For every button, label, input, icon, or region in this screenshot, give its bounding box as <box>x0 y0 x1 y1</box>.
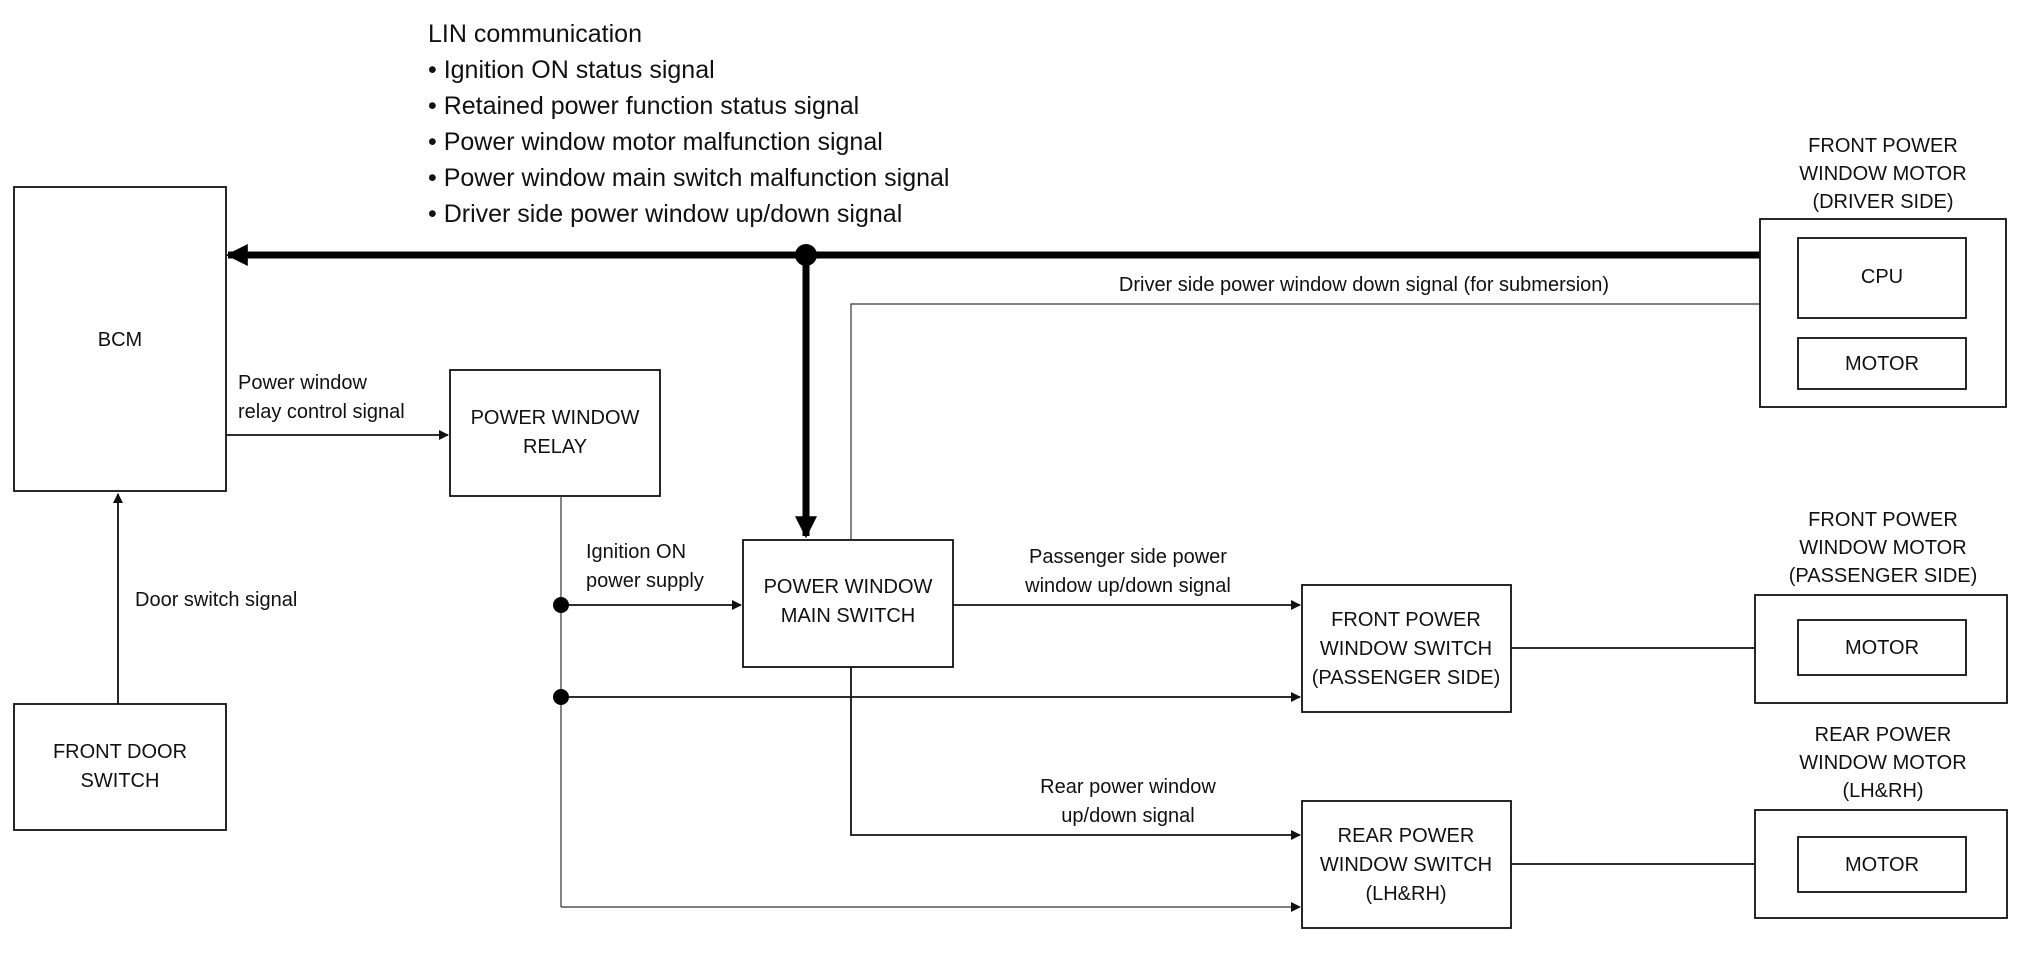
front-switch-passenger-label: WINDOW SWITCH <box>1320 638 1492 660</box>
main-switch-box <box>742 539 954 668</box>
door-switch-signal-label: Door switch signal <box>135 589 297 611</box>
front-window-switch-passenger-block: FRONT POWER WINDOW SWITCH (PASSENGER SID… <box>1301 584 1512 713</box>
lin-item: • Power window motor malfunction signal <box>428 128 883 156</box>
lin-bus-junction-dot <box>795 244 817 266</box>
bcm-block: BCM <box>13 186 227 492</box>
driver-motor-title: FRONT POWER <box>1808 135 1958 157</box>
bcm-box <box>13 186 227 492</box>
ignition-supply-label: power supply <box>586 570 704 592</box>
rear-updown-arrow <box>850 667 1301 840</box>
relay-control-signal-label: relay control signal <box>238 401 405 423</box>
front-motor-passenger-group: FRONT POWER WINDOW MOTOR (PASSENGER SIDE… <box>1754 509 2008 704</box>
lin-item: • Ignition ON status signal <box>428 56 715 84</box>
passenger-motor-title: (PASSENGER SIDE) <box>1789 565 1978 587</box>
front-switch-passenger-label: (PASSENGER SIDE) <box>1312 667 1501 689</box>
power-window-relay-block: POWER WINDOW RELAY <box>449 369 661 497</box>
rear-motor-label: MOTOR <box>1845 854 1919 876</box>
front-door-switch-box <box>13 703 227 831</box>
rear-updown-label: up/down signal <box>1061 805 1194 827</box>
main-switch-label: POWER WINDOW <box>764 576 933 598</box>
driver-motor-title: WINDOW MOTOR <box>1799 163 1966 185</box>
lin-item: • Power window main switch malfunction s… <box>428 164 949 192</box>
relay-box <box>449 369 661 497</box>
passenger-updown-label: Passenger side power <box>1029 546 1227 568</box>
cpu-label: CPU <box>1861 266 1903 288</box>
driver-motor-title: (DRIVER SIDE) <box>1812 191 1953 213</box>
junction-dot <box>553 597 569 613</box>
power-window-main-switch-block: POWER WINDOW MAIN SWITCH <box>742 539 954 668</box>
passenger-motor-title: WINDOW MOTOR <box>1799 537 1966 559</box>
rear-switch-label: (LH&RH) <box>1365 883 1446 905</box>
lin-communication-list: LIN communication • Ignition ON status s… <box>428 20 949 228</box>
rear-switch-label: WINDOW SWITCH <box>1320 854 1492 876</box>
rear-switch-box <box>1301 800 1512 929</box>
rear-updown-label: Rear power window <box>1040 776 1216 798</box>
submersion-signal-label: Driver side power window down signal (fo… <box>1119 274 1609 296</box>
driver-motor-label: MOTOR <box>1845 353 1919 375</box>
front-motor-driver-group: FRONT POWER WINDOW MOTOR (DRIVER SIDE) C… <box>1759 135 2007 408</box>
relay-label: POWER WINDOW <box>471 407 640 429</box>
passenger-updown-label: window up/down signal <box>1024 575 1231 597</box>
submersion-signal-arrow <box>850 299 1796 540</box>
lin-bus <box>225 244 1798 539</box>
relay-label: RELAY <box>523 436 587 458</box>
relay-power-distribution <box>553 496 1301 912</box>
passenger-motor-label: MOTOR <box>1845 637 1919 659</box>
rear-window-switch-block: REAR POWER WINDOW SWITCH (LH&RH) <box>1301 800 1512 929</box>
lin-item: • Driver side power window up/down signa… <box>428 200 902 228</box>
front-door-switch-label: SWITCH <box>81 770 160 792</box>
rear-motor-title: REAR POWER <box>1815 724 1952 746</box>
front-door-switch-block: FRONT DOOR SWITCH <box>13 703 227 831</box>
passenger-motor-box <box>1797 619 1967 676</box>
cpu-box <box>1797 237 1967 319</box>
bcm-label: BCM <box>98 329 142 351</box>
lin-item: • Retained power function status signal <box>428 92 859 120</box>
passenger-motor-title: FRONT POWER <box>1808 509 1958 531</box>
junction-dot <box>553 689 569 705</box>
rear-motor-title: (LH&RH) <box>1842 780 1923 802</box>
rear-motor-group: REAR POWER WINDOW MOTOR (LH&RH) MOTOR <box>1754 724 2008 919</box>
rear-motor-title: WINDOW MOTOR <box>1799 752 1966 774</box>
lin-title: LIN communication <box>428 20 642 48</box>
relay-control-signal-label: Power window <box>238 372 368 394</box>
front-door-switch-label: FRONT DOOR <box>53 741 187 763</box>
front-switch-passenger-label: FRONT POWER <box>1331 609 1481 631</box>
ignition-supply-label: Ignition ON <box>586 541 686 563</box>
main-switch-label: MAIN SWITCH <box>781 605 915 627</box>
rear-switch-label: REAR POWER <box>1338 825 1475 847</box>
driver-motor-box <box>1797 337 1967 390</box>
rear-motor-box <box>1797 836 1967 893</box>
